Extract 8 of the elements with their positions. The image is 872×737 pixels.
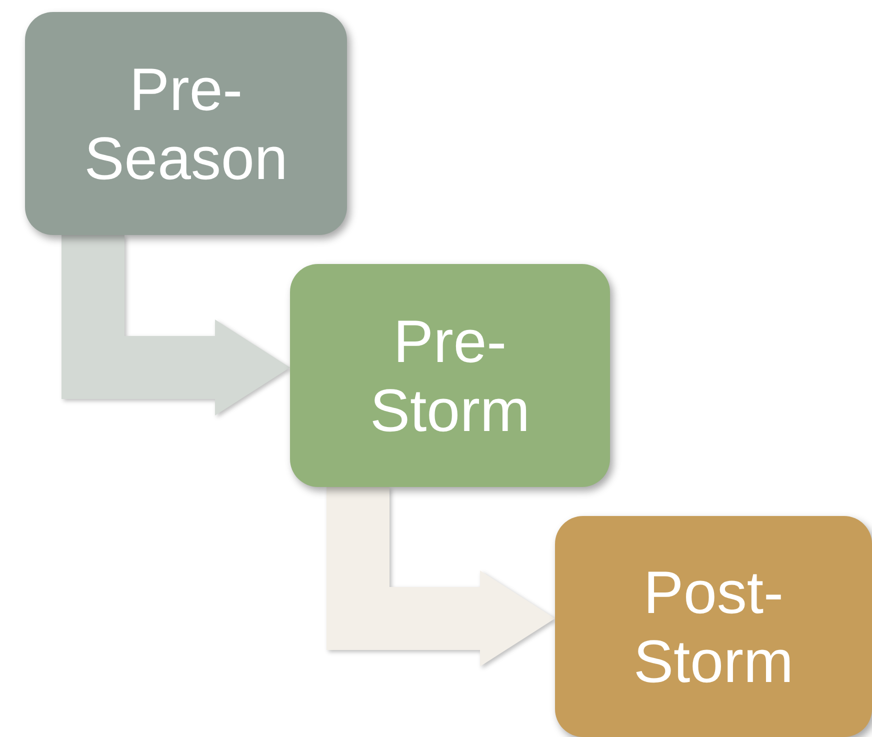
bent-arrow xyxy=(62,235,290,416)
stage-label: Post- Storm xyxy=(632,558,795,696)
stage-label: Pre- Storm xyxy=(368,306,532,444)
stage-label: Pre- Season xyxy=(83,54,289,192)
stage-box xyxy=(290,264,610,487)
bent-arrow xyxy=(326,487,555,666)
stage-box xyxy=(25,12,347,235)
stage-box xyxy=(555,516,872,737)
